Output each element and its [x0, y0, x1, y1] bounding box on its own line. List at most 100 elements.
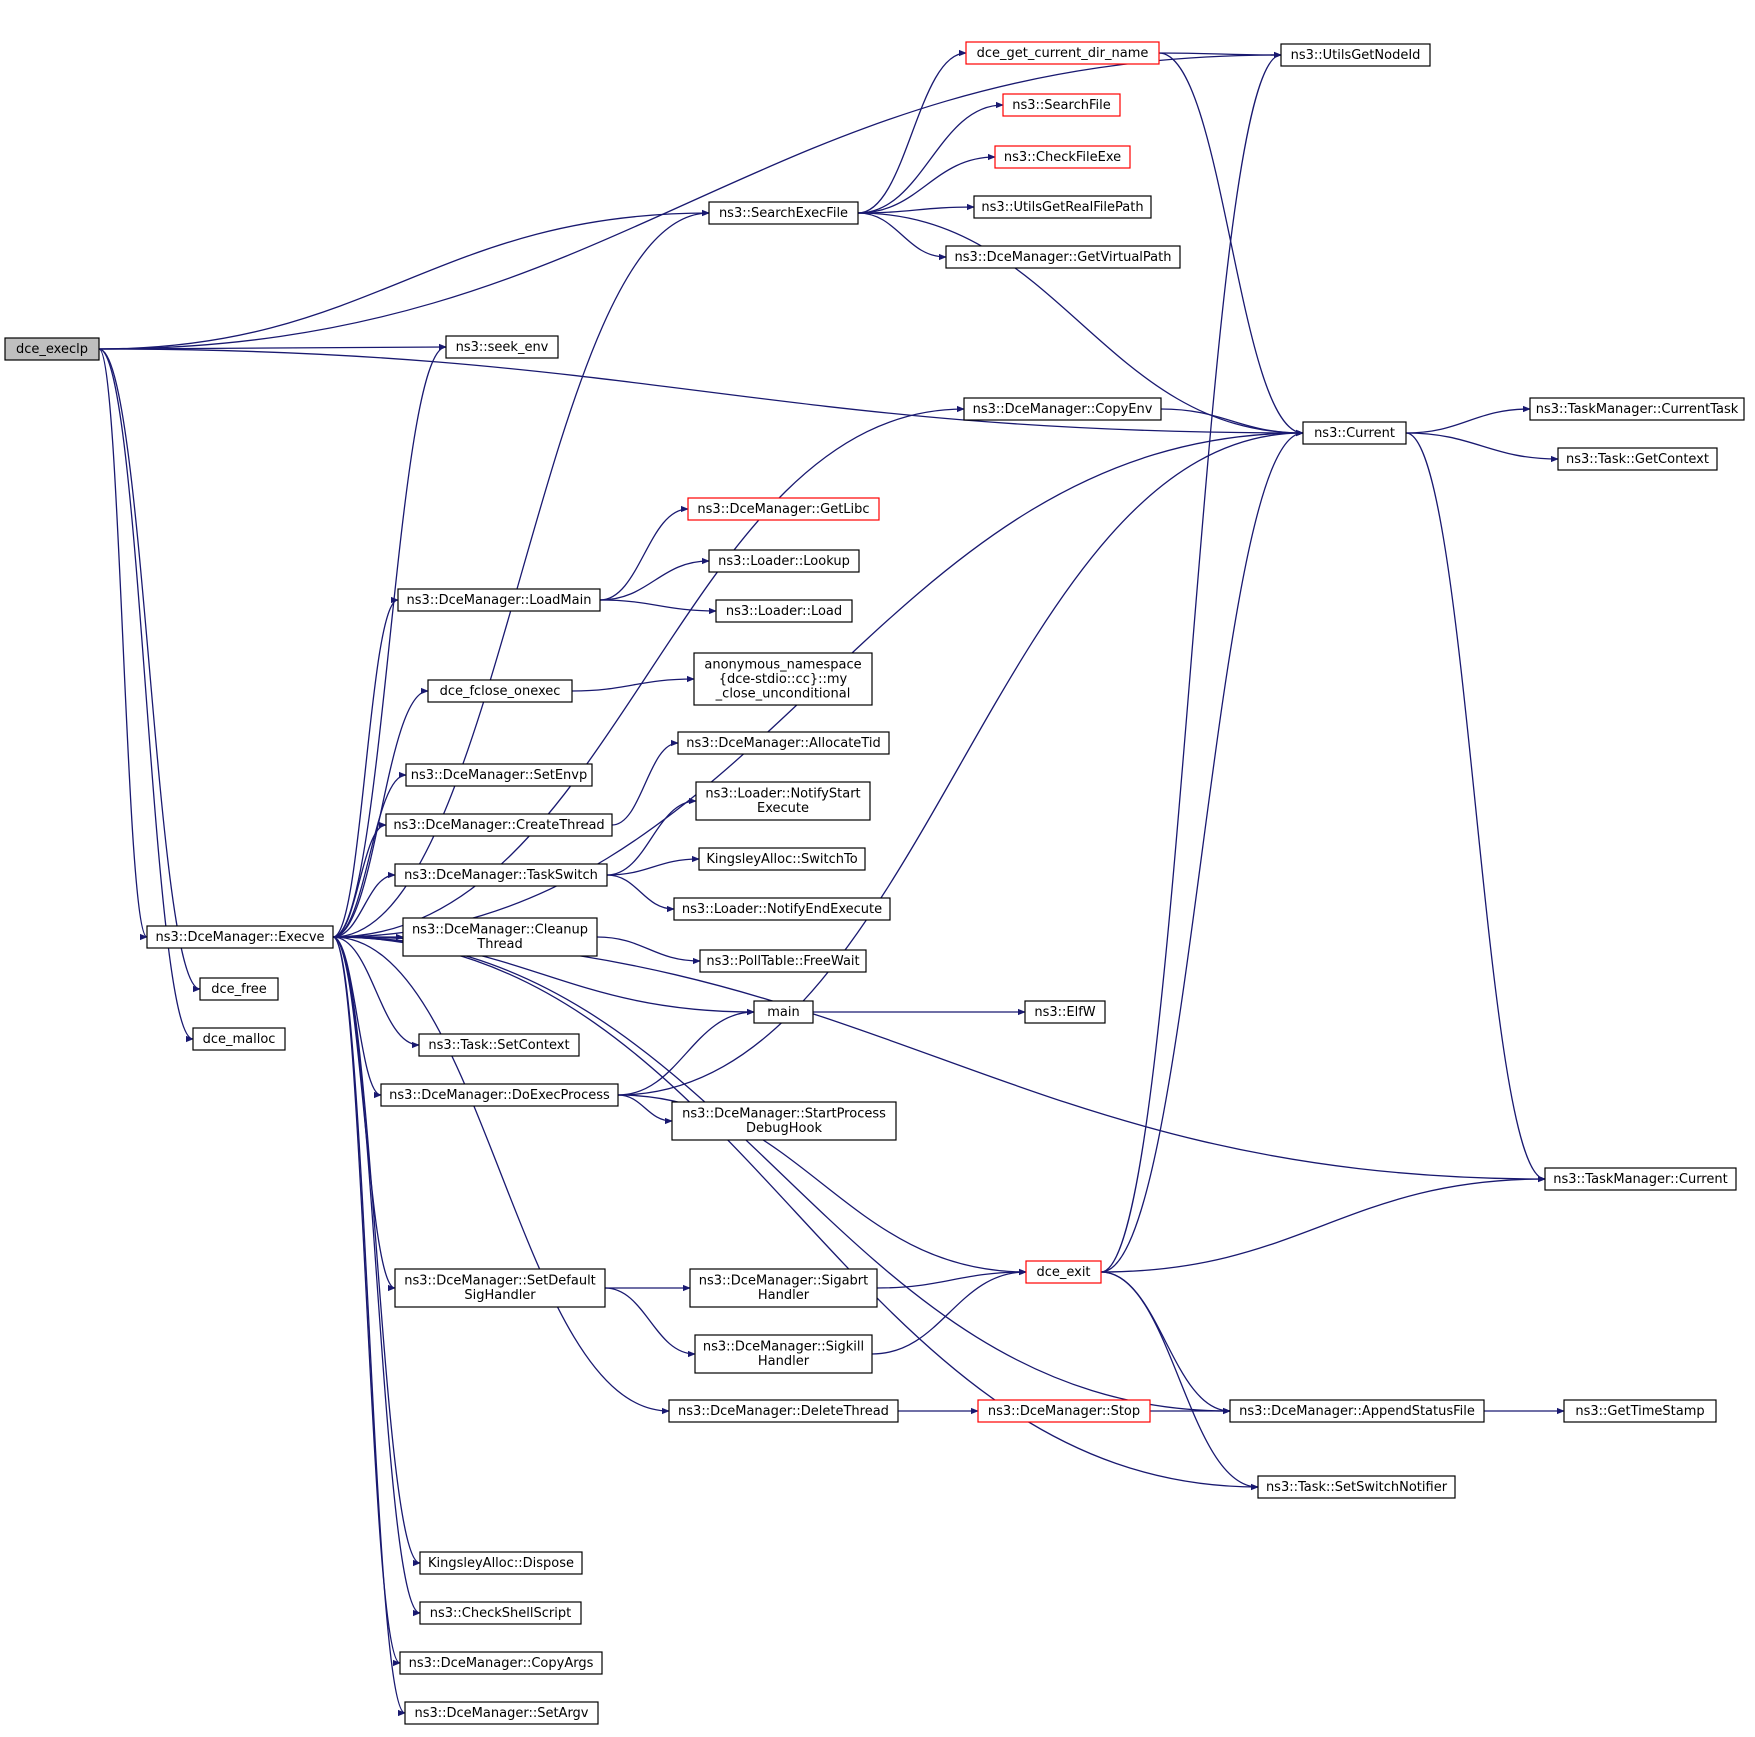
node-label: dce_get_current_dir_name: [977, 46, 1149, 61]
node-loadmain[interactable]: ns3::DceManager::LoadMain: [397, 588, 601, 612]
node-main[interactable]: main: [753, 1000, 814, 1024]
node-gettimestamp[interactable]: ns3::GetTimeStamp: [1563, 1399, 1717, 1423]
node-setenvp[interactable]: ns3::DceManager::SetEnvp: [405, 763, 593, 787]
node-box: [427, 679, 573, 703]
edge-path: [871, 1268, 1027, 1355]
node-box: [1024, 1000, 1106, 1024]
edge-path: [1100, 1175, 1546, 1273]
edge-path: [1100, 1271, 1231, 1415]
node-copyenv[interactable]: ns3::DceManager::CopyEnv: [963, 397, 1162, 421]
node-box: [399, 1651, 603, 1675]
edge-path: [332, 209, 710, 938]
node-box: [677, 731, 890, 755]
node-deletethread[interactable]: ns3::DceManager::DeleteThread: [668, 1399, 899, 1423]
node-label: ns3::DceManager::SetEnvp: [411, 768, 587, 783]
node-box: [698, 847, 866, 871]
node-label: dce_fclose_onexec: [440, 684, 561, 699]
edge-path: [857, 212, 947, 261]
node-loader-lookup[interactable]: ns3::Loader::Lookup: [708, 549, 860, 573]
node-checkfileexe[interactable]: ns3::CheckFileExe: [994, 145, 1131, 169]
node-box: [380, 1083, 619, 1107]
node-label: ns3::Task::SetContext: [428, 1038, 569, 1053]
node-elfw[interactable]: ns3::ElfW: [1024, 1000, 1106, 1024]
node-label: ns3::CheckShellScript: [430, 1606, 571, 1621]
edge-path: [1405, 405, 1531, 434]
node-label: ns3::ElfW: [1034, 1005, 1095, 1020]
edge-taskswitch-to-notifystart: [606, 797, 697, 876]
node-box: [973, 195, 1152, 219]
edge-path: [98, 209, 710, 350]
node-seek-env[interactable]: ns3::seek_env: [445, 335, 559, 359]
node-box: [689, 1268, 878, 1308]
node-notifyend[interactable]: ns3::Loader::NotifyEndExecute: [673, 897, 891, 921]
edge-sigabrt-to-dce-exit: [876, 1268, 1027, 1289]
node-box: [192, 1027, 286, 1051]
edge-searchexec-to-searchfile: [857, 101, 1004, 214]
edge-dce-execlp-to-searchexec: [98, 209, 710, 350]
node-setswitchnotifier[interactable]: ns3::Task::SetSwitchNotifier: [1257, 1475, 1456, 1499]
node-dce-free[interactable]: dce_free: [199, 977, 279, 1001]
node-switchto[interactable]: KingsleyAlloc::SwitchTo: [698, 847, 866, 871]
node-taskswitch[interactable]: ns3::DceManager::TaskSwitch: [394, 863, 608, 887]
edge-path: [1405, 432, 1546, 1183]
node-searchexec[interactable]: ns3::SearchExecFile: [708, 201, 859, 225]
node-setcontext[interactable]: ns3::Task::SetContext: [418, 1033, 580, 1057]
node-box: [1257, 1475, 1456, 1499]
node-realfilepath[interactable]: ns3::UtilsGetRealFilePath: [973, 195, 1152, 219]
node-label: Handler: [758, 1354, 810, 1369]
node-doexecprocess[interactable]: ns3::DceManager::DoExecProcess: [380, 1083, 619, 1107]
edge-execve-to-copyargs: [332, 936, 401, 1667]
node-ka-dispose[interactable]: KingsleyAlloc::Dispose: [419, 1551, 583, 1575]
node-tm-current[interactable]: ns3::TaskManager::Current: [1544, 1167, 1737, 1191]
node-box: [1563, 1399, 1717, 1423]
node-virtualpath[interactable]: ns3::DceManager::GetVirtualPath: [945, 245, 1181, 269]
node-getcurdir[interactable]: dce_get_current_dir_name: [965, 41, 1160, 65]
node-checkshellscript[interactable]: ns3::CheckShellScript: [419, 1601, 582, 1625]
edge-path: [332, 936, 670, 1415]
node-box: [977, 1399, 1151, 1423]
edge-searchexec-to-getcurdir: [857, 49, 967, 214]
edge-doexecprocess-to-main: [617, 1008, 755, 1096]
node-task-getcontext[interactable]: ns3::Task::GetContext: [1557, 447, 1718, 471]
edge-path: [617, 1008, 755, 1096]
edge-path: [876, 1268, 1027, 1289]
node-fclose-onexec[interactable]: dce_fclose_onexec: [427, 679, 573, 703]
node-box: [699, 949, 867, 973]
edge-dce-exit-to-current: [1100, 429, 1304, 1273]
node-stop[interactable]: ns3::DceManager::Stop: [977, 1399, 1151, 1423]
node-label: ns3::DceManager::Sigkill: [703, 1340, 864, 1355]
node-setargv[interactable]: ns3::DceManager::SetArgv: [404, 1701, 599, 1725]
node-dce-execlp[interactable]: dce_execlp: [4, 337, 100, 361]
node-loader-load[interactable]: ns3::Loader::Load: [715, 599, 853, 623]
node-execve[interactable]: ns3::DceManager::Execve: [146, 925, 334, 949]
node-anon-close[interactable]: anonymous_namespace{dce-stdio::cc}::my_c…: [693, 652, 873, 706]
node-tm-currenttask[interactable]: ns3::TaskManager::CurrentTask: [1529, 397, 1745, 421]
node-label: KingsleyAlloc::Dispose: [428, 1556, 574, 1571]
node-copyargs[interactable]: ns3::DceManager::CopyArgs: [399, 1651, 603, 1675]
edge-path: [1160, 408, 1304, 437]
node-createthread[interactable]: ns3::DceManager::CreateThread: [385, 813, 613, 837]
nodes-layer: dce_execlpns3::DceManager::Execvedce_fre…: [4, 41, 1745, 1725]
node-allocatetid[interactable]: ns3::DceManager::AllocateTid: [677, 731, 890, 755]
node-current[interactable]: ns3::Current: [1302, 421, 1407, 445]
edge-path: [857, 153, 996, 214]
edge-path: [606, 797, 697, 876]
node-freewait[interactable]: ns3::PollTable::FreeWait: [699, 949, 867, 973]
edge-loadmain-to-loader-load: [599, 599, 717, 615]
node-label: ns3::DceManager::LoadMain: [407, 593, 592, 608]
node-dce-malloc[interactable]: dce_malloc: [192, 1027, 286, 1051]
node-dce-exit[interactable]: dce_exit: [1025, 1260, 1102, 1284]
node-searchfile[interactable]: ns3::SearchFile: [1002, 93, 1121, 117]
edge-searchexec-to-checkfileexe: [857, 153, 996, 214]
node-appendstatusfile[interactable]: ns3::DceManager::AppendStatusFile: [1229, 1399, 1485, 1423]
node-getlibc[interactable]: ns3::DceManager::GetLibc: [687, 497, 880, 521]
node-label: Handler: [758, 1288, 810, 1303]
edge-path: [599, 505, 689, 601]
node-getnodeid[interactable]: ns3::UtilsGetNodeId: [1280, 43, 1431, 67]
